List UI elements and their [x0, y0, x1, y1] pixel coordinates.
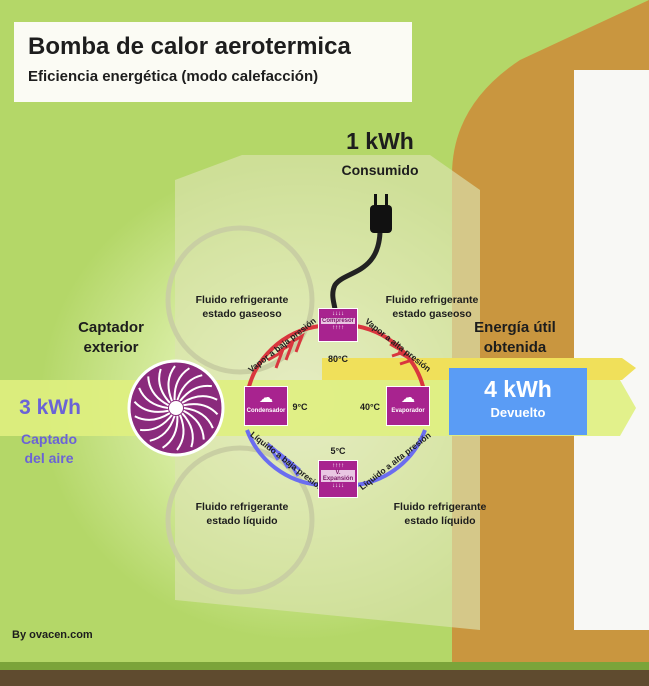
fan-blade	[139, 414, 173, 432]
hot-arc-left	[245, 324, 321, 396]
evaporador-box: ☁ Evaporador	[386, 386, 430, 426]
fluid-label-bottom-right: Fluido refrigerante estado líquido	[393, 501, 487, 527]
input-energy-value: 1 kWh	[346, 128, 414, 154]
compresor-box: ↓↓↓↓ Compresor ↑↑↑↑	[318, 308, 358, 342]
fan-blade	[183, 407, 214, 429]
evaporador-label: Evaporador	[391, 408, 425, 414]
fan-blade	[176, 374, 203, 401]
temp-top: 80°C	[327, 354, 349, 364]
fan-blade	[183, 403, 219, 416]
condensador-box: ☁ Condensador	[244, 386, 288, 426]
fan-grille-bottom	[165, 445, 315, 595]
fan-blade	[181, 395, 218, 404]
temp-right: 40°C	[359, 402, 381, 412]
cold-arc-left	[245, 429, 321, 487]
cold-chevrons	[266, 442, 301, 477]
fan-blade	[133, 400, 169, 413]
expansion-box: ↑↑↑↑ V. Expansión ↓↓↓↓	[318, 460, 358, 498]
hot-chevrons	[267, 332, 416, 369]
output-energy-label: Devuelto	[490, 405, 546, 420]
fan-blade	[147, 376, 169, 407]
expansion-label: V. Expansión	[321, 470, 355, 482]
util-label: Energía útil obtenida	[474, 319, 556, 356]
fluid-label-top-right: Fluido refrigerante estado gaseoso	[385, 294, 479, 320]
plug-body	[370, 205, 392, 233]
input-energy-label: Consumido	[341, 162, 419, 178]
compresor-label: Compresor	[321, 318, 355, 324]
fan-blade	[134, 412, 171, 421]
temp-left: 9°C	[292, 402, 308, 412]
output-energy-value: 4 kWh	[484, 376, 552, 402]
fan-blade	[167, 365, 176, 402]
output-energy-box: 4 kWh Devuelto	[449, 368, 587, 435]
fan-blade	[158, 368, 171, 404]
fan-grille-top	[165, 225, 315, 375]
snow-cloud-icon: ☁	[401, 389, 415, 405]
condensador-label: Condensador	[246, 408, 286, 414]
fan-blade	[179, 384, 213, 402]
fan-blade	[176, 414, 185, 451]
air-energy-label: Captado del aire	[21, 431, 77, 466]
fan-blade	[162, 415, 179, 449]
fan-blade	[173, 367, 190, 401]
page-title: Bomba de calor aerotermica	[28, 33, 351, 60]
fan-blade	[149, 415, 176, 442]
fluid-label-bottom-left: Fluido refrigerante estado líquido	[195, 501, 289, 527]
captador-label: Captador exterior	[78, 319, 144, 356]
temp-bottom: 5°C	[330, 446, 346, 456]
fluid-label-top-left: Fluido refrigerante estado gaseoso	[195, 294, 289, 320]
house-interior	[574, 70, 649, 630]
credit: By ovacen.com	[12, 629, 93, 641]
page-subtitle: Eficiencia energética (modo calefacción)	[28, 68, 319, 85]
air-energy-value: 3 kWh	[19, 396, 81, 419]
cold-arc-right	[355, 429, 427, 487]
fan-blade	[181, 412, 194, 448]
grass	[0, 668, 649, 686]
cloud-icon: ☁	[259, 389, 273, 405]
fan-blade	[183, 409, 205, 440]
title-box: Bomba de calor aerotermica Eficiencia en…	[14, 22, 412, 102]
fan-blade	[138, 387, 169, 409]
power-cable	[330, 224, 383, 311]
